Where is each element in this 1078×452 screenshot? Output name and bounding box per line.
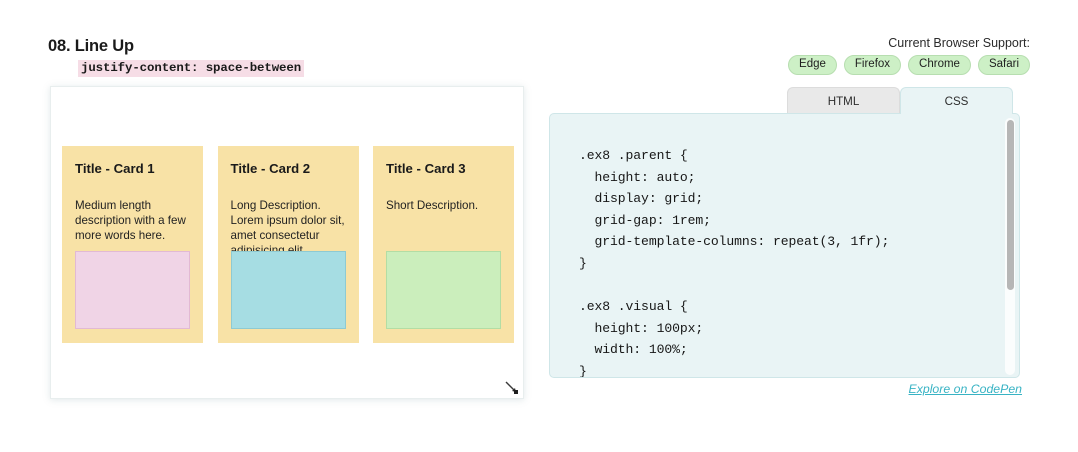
browser-support-label: Current Browser Support: [888, 36, 1030, 50]
card-visual-box [386, 251, 501, 329]
code-scrollbar-thumb[interactable] [1006, 120, 1014, 290]
card-visual-box [75, 251, 190, 329]
preview-panel: Title - Card 1 Medium length description… [50, 86, 524, 399]
card-title: Title - Card 1 [75, 161, 155, 176]
card-visual-box [230, 251, 346, 329]
tab-css[interactable]: CSS [900, 87, 1013, 114]
card-title: Title - Card 2 [230, 161, 311, 176]
resize-handle-icon[interactable] [505, 381, 519, 395]
css-property-snippet: justify-content: space-between [78, 60, 305, 77]
code-viewer-panel: .ex8 .parent { height: auto; display: gr… [549, 113, 1020, 378]
card-grid: Title - Card 1 Medium length description… [62, 146, 514, 343]
browser-pill-chrome[interactable]: Chrome [908, 55, 971, 75]
card-title: Title - Card 3 [386, 161, 466, 176]
code-content[interactable]: .ex8 .parent { height: auto; display: gr… [579, 148, 890, 378]
card-description: Short Description. [386, 198, 479, 212]
browser-support: Current Browser Support: Edge Firefox Ch… [788, 36, 1030, 75]
explore-on-codepen-link[interactable]: Explore on CodePen [908, 382, 1022, 396]
card-2: Title - Card 2 Long Description. Lorem i… [217, 146, 359, 343]
card-description: Medium length description with a few mor… [75, 198, 186, 243]
code-scrollbar[interactable] [1005, 118, 1015, 375]
browser-pill-firefox[interactable]: Firefox [843, 55, 902, 75]
card-3: Title - Card 3 Short Description. [373, 146, 514, 343]
code-tabs: HTML CSS [787, 87, 1013, 114]
page-title: 08. Line Up [48, 37, 134, 55]
browser-pill-edge[interactable]: Edge [788, 55, 837, 75]
card-1: Title - Card 1 Medium length description… [62, 146, 203, 343]
browser-support-pill-list: Edge Firefox Chrome Safari [788, 55, 1030, 75]
card-description: Long Description. Lorem ipsum dolor sit,… [230, 198, 345, 258]
browser-pill-safari[interactable]: Safari [977, 55, 1030, 75]
tab-html[interactable]: HTML [787, 87, 900, 114]
